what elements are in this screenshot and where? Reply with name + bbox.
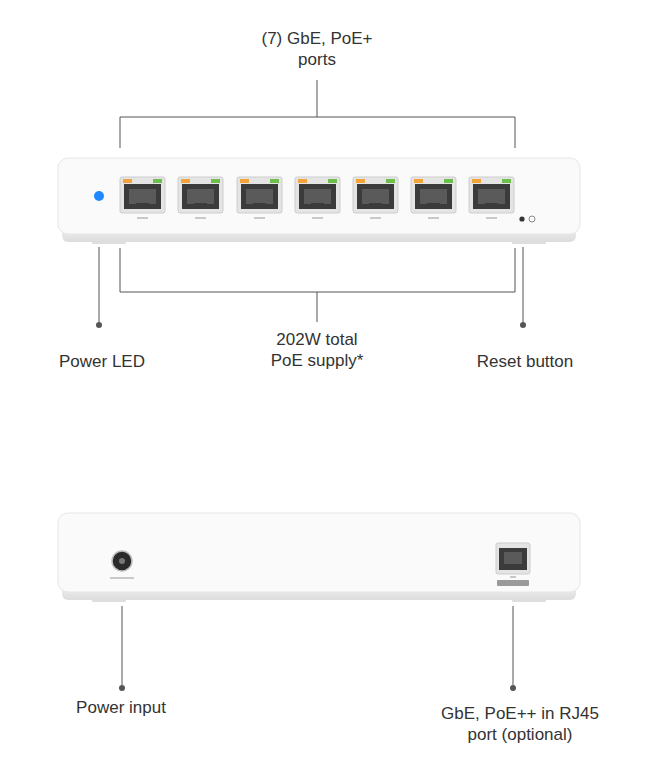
rj45-port bbox=[178, 177, 223, 213]
part-label: Power LED bbox=[59, 351, 145, 372]
feature-label: 202W total PoE supply* bbox=[262, 329, 372, 371]
device-body bbox=[58, 158, 580, 234]
leader-dot bbox=[119, 685, 125, 691]
device-foot bbox=[92, 240, 126, 244]
device-foot bbox=[92, 598, 126, 602]
device-foot bbox=[512, 240, 546, 244]
port-mark bbox=[510, 576, 516, 578]
leader-line bbox=[99, 247, 100, 322]
ports-bracket bbox=[120, 117, 515, 148]
uplink-port-opening bbox=[504, 552, 522, 564]
rj45-port bbox=[469, 177, 514, 213]
port-badge bbox=[497, 580, 529, 586]
reset-icon bbox=[529, 216, 535, 222]
rj45-port bbox=[295, 177, 340, 213]
reset-button bbox=[519, 216, 524, 221]
leader-dots bbox=[96, 322, 526, 691]
part-label: Power input bbox=[76, 697, 166, 718]
power-led bbox=[94, 191, 104, 201]
device-body bbox=[58, 513, 580, 592]
feature-label: (7) GbE, PoE+ ports bbox=[252, 28, 382, 70]
rj45-port bbox=[411, 177, 456, 213]
front-device bbox=[58, 158, 580, 244]
uplink-port bbox=[496, 543, 530, 574]
leader-line bbox=[513, 606, 514, 685]
power-jack bbox=[112, 551, 132, 571]
device-foot bbox=[512, 598, 546, 602]
leader-line bbox=[523, 247, 524, 322]
back-device bbox=[58, 513, 580, 602]
leader-dot bbox=[510, 685, 516, 691]
part-label: Reset button bbox=[477, 351, 573, 372]
rj45-port bbox=[353, 177, 398, 213]
port-marks bbox=[137, 217, 497, 219]
rj45-port bbox=[237, 177, 282, 213]
leader-dot bbox=[96, 322, 102, 328]
leader-line bbox=[122, 606, 123, 685]
part-label: GbE, PoE++ in RJ45 port (optional) bbox=[441, 703, 599, 745]
leader-line bbox=[317, 292, 318, 322]
power-jack-pin bbox=[119, 558, 125, 564]
jack-mark bbox=[110, 577, 134, 579]
leader-dot bbox=[520, 322, 526, 328]
rj45-port bbox=[120, 177, 165, 213]
leader-line bbox=[317, 80, 318, 117]
uplink-port-socket bbox=[499, 548, 527, 570]
leader-lines bbox=[99, 80, 523, 685]
poe-bracket bbox=[120, 248, 515, 292]
